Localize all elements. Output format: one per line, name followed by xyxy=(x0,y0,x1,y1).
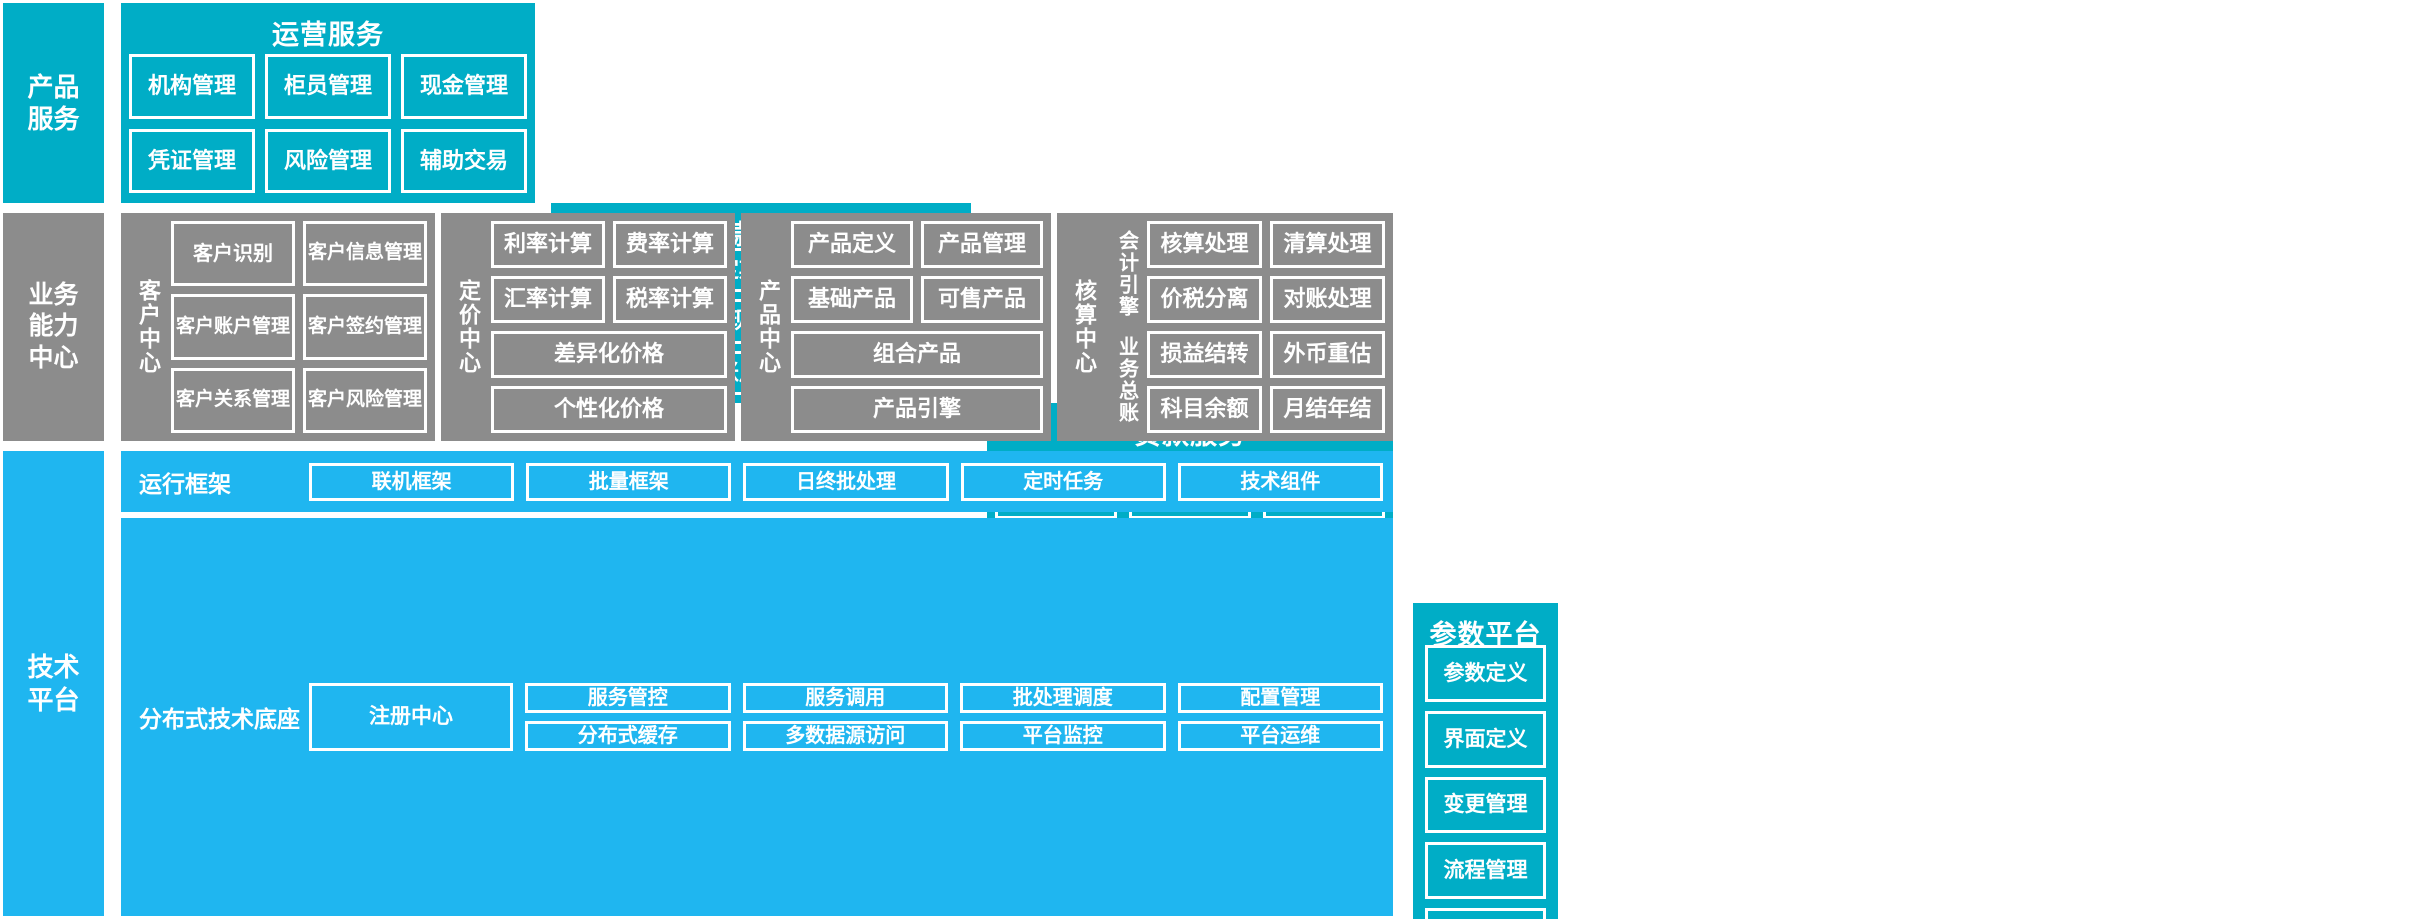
tech-row-distributed-base: 分布式技术底座 注册中心 服务管控 服务调用 批处理调度 配置管理 分布式缓存 … xyxy=(121,518,1393,916)
tile-service-invocation[interactable]: 服务调用 xyxy=(742,683,948,713)
tile-product-definition[interactable]: 产品定义 xyxy=(791,221,913,268)
layer-label-technology-platform-text: 技术平台 xyxy=(27,652,80,715)
tech-row-runtime-framework-name: 运行框架 xyxy=(139,470,231,497)
group-parameter-platform-tiles: 参数定义 界面定义 变更管理 流程管理 参数发布 参数对比 xyxy=(1425,645,1546,919)
tile-scheduled-task[interactable]: 定时任务 xyxy=(960,462,1166,501)
tile-settlement-processing[interactable]: 清算处理 xyxy=(1270,221,1385,268)
tile-customer-identification[interactable]: 客户识别 xyxy=(171,221,295,287)
layer-label-business-capability-center: 业务能力中心 xyxy=(3,213,104,441)
tile-online-framework[interactable]: 联机框架 xyxy=(309,462,515,501)
tile-customer-info-management[interactable]: 客户信息管理 xyxy=(303,221,427,287)
tile-sellable-product[interactable]: 可售产品 xyxy=(921,276,1043,323)
tile-composite-product[interactable]: 组合产品 xyxy=(791,331,1043,378)
tile-differential-price[interactable]: 差异化价格 xyxy=(491,331,727,378)
tile-config-management[interactable]: 配置管理 xyxy=(1177,683,1383,713)
tile-teller-management[interactable]: 柜员管理 xyxy=(265,54,391,119)
layer-label-business-capability-center-text: 业务能力中心 xyxy=(28,281,79,372)
layer-label-product-services: 产品服务 xyxy=(3,3,104,203)
tile-process-management[interactable]: 流程管理 xyxy=(1425,842,1546,900)
group-operation-services: 运营服务 机构管理 柜员管理 现金管理 凭证管理 风险管理 辅助交易 xyxy=(121,3,535,203)
group-parameter-platform: 参数平台 参数定义 界面定义 变更管理 流程管理 参数发布 参数对比 xyxy=(1413,603,1558,919)
tile-voucher-management[interactable]: 凭证管理 xyxy=(129,128,255,193)
center-customer: 客户中心 客户识别 客户信息管理 客户账户管理 客户签约管理 客户关系管理 客户… xyxy=(121,213,435,441)
tile-personalized-price[interactable]: 个性化价格 xyxy=(491,386,727,433)
tile-parameter-publish[interactable]: 参数发布 xyxy=(1425,908,1546,919)
tile-batch-framework[interactable]: 批量框架 xyxy=(526,462,732,501)
tile-month-year-end-close[interactable]: 月结年结 xyxy=(1270,386,1385,433)
tech-registry-wrap: 注册中心 xyxy=(309,683,513,751)
center-product-tiles: 产品定义 产品管理 基础产品 可售产品 组合产品 产品引擎 xyxy=(791,221,1043,433)
center-pricing-label: 定价中心 xyxy=(456,279,481,375)
center-accounting-sublabels: 会计引擎 业务总账 xyxy=(1107,221,1147,433)
tile-product-management[interactable]: 产品管理 xyxy=(921,221,1043,268)
tile-customer-relation-management[interactable]: 客户关系管理 xyxy=(171,367,295,433)
center-accounting-tiles: 核算处理 清算处理 价税分离 对账处理 损益结转 外币重估 科目余额 月结年结 xyxy=(1147,221,1385,433)
center-accounting-label: 核算中心 xyxy=(1072,279,1097,375)
tile-registry-center[interactable]: 注册中心 xyxy=(309,683,513,751)
tile-price-tax-separation[interactable]: 价税分离 xyxy=(1147,276,1262,323)
tile-distributed-cache[interactable]: 分布式缓存 xyxy=(525,721,731,751)
tech-row-distributed-base-name: 分布式技术底座 xyxy=(139,706,300,732)
tile-ui-definition[interactable]: 界面定义 xyxy=(1425,710,1546,768)
tile-cash-management[interactable]: 现金管理 xyxy=(401,54,527,119)
center-product-label: 产品中心 xyxy=(756,279,781,375)
tile-batch-scheduling[interactable]: 批处理调度 xyxy=(960,683,1166,713)
tile-platform-monitoring[interactable]: 平台监控 xyxy=(960,721,1166,751)
center-pricing-tiles: 利率计算 费率计算 汇率计算 税率计算 差异化价格 个性化价格 xyxy=(491,221,727,433)
center-product: 产品中心 产品定义 产品管理 基础产品 可售产品 组合产品 产品引擎 xyxy=(741,213,1051,441)
sublabel-business-ledger: 业务总账 xyxy=(1115,336,1138,424)
layer-label-product-services-text: 产品服务 xyxy=(27,71,80,135)
tile-tax-rate-calc[interactable]: 税率计算 xyxy=(613,276,727,323)
tile-multi-datasource[interactable]: 多数据源访问 xyxy=(742,721,948,751)
tile-interest-rate-calc[interactable]: 利率计算 xyxy=(491,221,605,268)
center-pricing: 定价中心 利率计算 费率计算 汇率计算 税率计算 差异化价格 个性化价格 xyxy=(441,213,735,441)
tile-reconciliation[interactable]: 对账处理 xyxy=(1270,276,1385,323)
group-operation-services-title: 运营服务 xyxy=(272,20,384,50)
tile-parameter-definition[interactable]: 参数定义 xyxy=(1425,645,1546,702)
tile-profit-loss-carryover[interactable]: 损益结转 xyxy=(1147,331,1262,378)
tile-technical-component[interactable]: 技术组件 xyxy=(1177,462,1383,501)
tile-account-balance[interactable]: 科目余额 xyxy=(1147,386,1262,433)
tile-change-management[interactable]: 变更管理 xyxy=(1425,776,1546,834)
tile-customer-contract-management[interactable]: 客户签约管理 xyxy=(303,294,427,360)
sublabel-accounting-engine: 会计引擎 xyxy=(1115,230,1138,318)
tile-product-engine[interactable]: 产品引擎 xyxy=(791,386,1043,433)
center-customer-tiles: 客户识别 客户信息管理 客户账户管理 客户签约管理 客户关系管理 客户风险管理 xyxy=(171,221,427,433)
tile-customer-account-management[interactable]: 客户账户管理 xyxy=(171,294,295,360)
center-customer-label: 客户中心 xyxy=(136,279,161,375)
tile-service-governance[interactable]: 服务管控 xyxy=(525,683,731,713)
group-operation-services-tiles: 机构管理 柜员管理 现金管理 凭证管理 风险管理 辅助交易 xyxy=(129,54,527,193)
tile-customer-risk-management[interactable]: 客户风险管理 xyxy=(303,367,427,433)
tile-risk-management[interactable]: 风险管理 xyxy=(265,128,391,193)
center-accounting: 核算中心 会计引擎 业务总账 核算处理 清算处理 价税分离 对账处理 损益结转 … xyxy=(1057,213,1393,441)
tech-row-runtime-framework: 运行框架 联机框架 批量框架 日终批处理 定时任务 技术组件 xyxy=(121,451,1393,512)
tile-accounting-processing[interactable]: 核算处理 xyxy=(1147,221,1262,268)
tile-fee-rate-calc[interactable]: 费率计算 xyxy=(613,221,727,268)
tile-fx-revaluation[interactable]: 外币重估 xyxy=(1270,331,1385,378)
tile-auxiliary-transaction[interactable]: 辅助交易 xyxy=(401,128,527,193)
layer-label-technology-platform: 技术平台 xyxy=(3,451,104,916)
tech-row-runtime-framework-tiles: 联机框架 批量框架 日终批处理 定时任务 技术组件 xyxy=(309,462,1383,501)
tile-platform-operations[interactable]: 平台运维 xyxy=(1177,721,1383,751)
tile-exchange-rate-calc[interactable]: 汇率计算 xyxy=(491,276,605,323)
tech-row-distributed-base-tiles: 服务管控 服务调用 批处理调度 配置管理 分布式缓存 多数据源访问 平台监控 平… xyxy=(525,683,1383,751)
tile-org-management[interactable]: 机构管理 xyxy=(129,54,255,119)
tile-basic-product[interactable]: 基础产品 xyxy=(791,276,913,323)
tile-end-of-day-batch[interactable]: 日终批处理 xyxy=(743,462,949,501)
